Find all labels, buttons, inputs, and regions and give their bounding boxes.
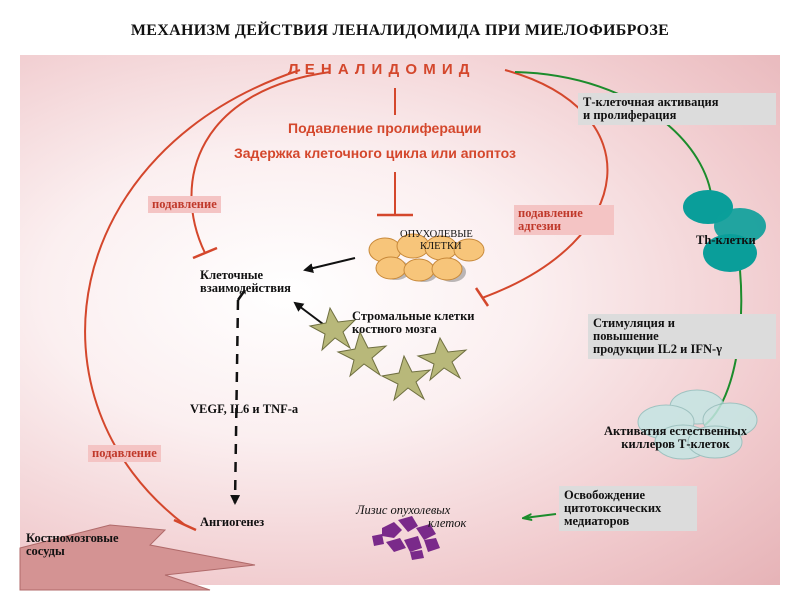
cytokines-label: VEGF, IL6 и TNF-a (190, 402, 299, 416)
inhibition-bar-interactions (192, 246, 218, 260)
nk-activation-label: Активатия естественных киллеров Т-клеток (604, 424, 747, 451)
release-box: Освобождение цитотоксических медиаторов (559, 486, 697, 531)
inhibition-bar-vessels (173, 518, 197, 532)
t-activation-box: Т-клеточная активация и пролиферация (578, 93, 776, 125)
inhibition-arc-adhesion (481, 69, 609, 299)
nk-cells-icon (637, 389, 758, 460)
page-title: МЕХАНИЗМ ДЕЙСТВИЯ ЛЕНАЛИДОМИДА ПРИ МИЕЛО… (130, 22, 670, 39)
vessels-label: Костномозговые сосуды (26, 531, 119, 558)
suppression-adhesion-badge: подавление адгезии (514, 205, 614, 235)
effect-proliferation: Подавление пролиферации (288, 120, 482, 136)
tumor-to-interactions-arrow (303, 257, 356, 273)
lysis-label: Лизис опухолевых клеток (356, 503, 467, 530)
stimulation-box: Стимуляция и повышение продукции IL2 и I… (588, 314, 776, 359)
inhibition-bar-adhesion (474, 287, 490, 307)
suppression-badge-top: подавление (148, 196, 221, 213)
drug-name: Л Е Н А Л И Д О М И Д (288, 61, 471, 78)
inhibition-arc-interactions (190, 71, 331, 254)
th-cells-label: Th-клетки (696, 233, 756, 247)
inhibition-arc-vessels (84, 69, 301, 526)
vessels-shape (19, 524, 256, 591)
interactions-label: Клеточные взаимодействия (200, 268, 291, 295)
lysis-fragments-icon (372, 516, 440, 560)
cytokine-dashed-top (236, 289, 247, 301)
suppression-badge-bottom: подавление (88, 445, 161, 462)
stromal-cells-label: Стромальные клетки костного мозга (352, 309, 475, 336)
cytokine-dashed-arrow (230, 299, 241, 505)
tumor-cells-icon (368, 233, 485, 282)
tumor-cells-label: ОПУХОЛЕВЫЕ КЛЕТКИ (400, 229, 473, 252)
stromal-cells-icon (308, 306, 468, 402)
effect-cell-cycle: Задержка клеточного цикла или апоптоз (234, 145, 516, 161)
angiogenesis-label: Ангиогенез (200, 515, 265, 529)
release-arrow (524, 513, 557, 518)
th-cells-icon (683, 190, 766, 272)
